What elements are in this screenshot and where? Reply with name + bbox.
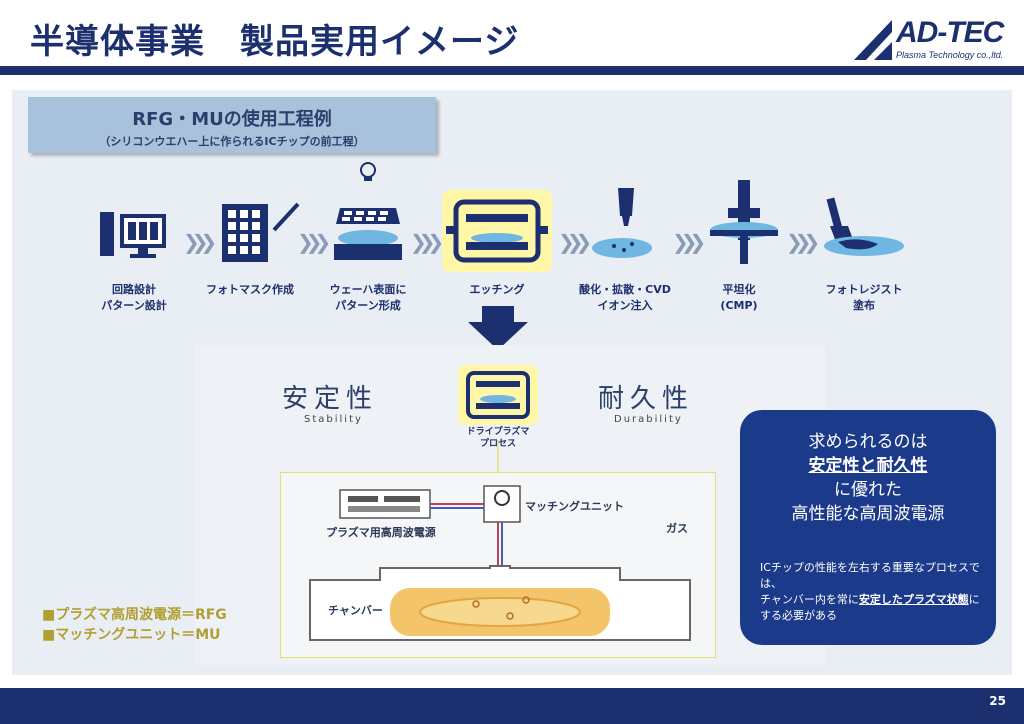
- process-subtitle: （シリコンウエハー上に作られるICチップの前工程）: [99, 135, 365, 148]
- flow-chevron-icon: ❯❯❯: [672, 230, 706, 254]
- message-line-2: 安定性と耐久性: [808, 456, 928, 476]
- flow-chevron-icon: ❯❯❯: [183, 230, 217, 254]
- step-label-resist: フォトレジスト 塗布: [825, 283, 903, 312]
- message-line-4: 高性能な高周波電源: [791, 504, 945, 524]
- durability-title: 耐久性: [598, 384, 695, 414]
- gas-label: ガス: [666, 522, 688, 535]
- logo-text: AD-TEC: [896, 16, 1004, 49]
- message-detail-pre: ICチップの性能を左右する重要なプロセスでは、 チャンバー内を常に: [760, 561, 980, 606]
- message-main: 求められるのは 安定性と耐久性 に優れた 高性能な高周波電源: [740, 430, 996, 526]
- step-label-design: 回路設計 パターン設計: [101, 283, 167, 312]
- flow-chevron-icon: ❯❯❯: [410, 230, 444, 254]
- photomask-icon: [222, 202, 300, 262]
- rf-generator-label: プラズマ用高周波電源: [326, 526, 436, 539]
- matching-unit-label: マッチングユニット: [525, 500, 624, 513]
- polisher-icon: [710, 180, 778, 264]
- legend-mu: ■マッチングユニット＝MU: [42, 627, 221, 643]
- chamber-label: チャンバー: [328, 604, 383, 617]
- etching-chamber-icon: [446, 199, 548, 263]
- page-title: 半導体事業 製品実用イメージ: [30, 22, 520, 62]
- durability-subtitle: Durability: [614, 414, 683, 425]
- step-label-oxidation: 酸化・拡散・CVD イオン注入: [579, 283, 671, 312]
- brush-icon: [824, 197, 904, 256]
- highlight-message-box: 求められるのは 安定性と耐久性 に優れた 高性能な高周波電源 ICチップの性能を…: [740, 410, 996, 645]
- dropper-icon: [592, 188, 652, 258]
- step-label-cmp: 平坦化 (CMP): [720, 283, 758, 312]
- computer-icon: [100, 212, 166, 258]
- process-title-box: RFG・MUの使用工程例 （シリコンウエハー上に作られるICチップの前工程）: [28, 97, 436, 153]
- flow-chevron-icon: ❯❯❯: [297, 230, 331, 254]
- plasma-chamber-icon: [466, 371, 530, 419]
- header-bar: [0, 66, 1024, 75]
- footer-bar: [0, 688, 1024, 724]
- step-label-pattern: ウェーハ表面に パターン形成: [329, 283, 407, 312]
- stability-subtitle: Stability: [304, 414, 363, 425]
- flow-chevron-icon: ❯❯❯: [558, 230, 592, 254]
- message-line-1: 求められるのは: [808, 432, 928, 452]
- equipment-diagram: [309, 440, 691, 641]
- message-detail-bold: 安定したプラズマ状態: [858, 593, 969, 606]
- page-number: 25: [989, 694, 1006, 708]
- down-arrow-icon: [468, 306, 528, 350]
- flow-chevron-icon: ❯❯❯: [786, 230, 820, 254]
- legend-rfg: ■プラズマ高周波電源＝RFG: [42, 607, 227, 623]
- plasma-highlight: [458, 365, 538, 425]
- message-detail-post: にする必要がある: [760, 593, 980, 622]
- process-title: RFG・MUの使用工程例: [132, 109, 332, 130]
- etching-highlight: [442, 190, 552, 272]
- wafer-exposure-icon: [334, 162, 402, 260]
- stability-title: 安定性: [282, 384, 379, 414]
- logo-subtext: Plasma Technology co.,ltd.: [896, 50, 1004, 60]
- company-logo: AD-TEC Plasma Technology co.,ltd.: [852, 14, 1012, 64]
- logo-mark-icon: [854, 20, 892, 60]
- message-detail: ICチップの性能を左右する重要なプロセスでは、 チャンバー内を常に安定したプラズ…: [760, 560, 982, 624]
- step-label-etching: エッチング: [469, 283, 525, 296]
- message-line-3: に優れた: [834, 480, 902, 500]
- step-label-photomask: フォトマスク作成: [206, 283, 294, 296]
